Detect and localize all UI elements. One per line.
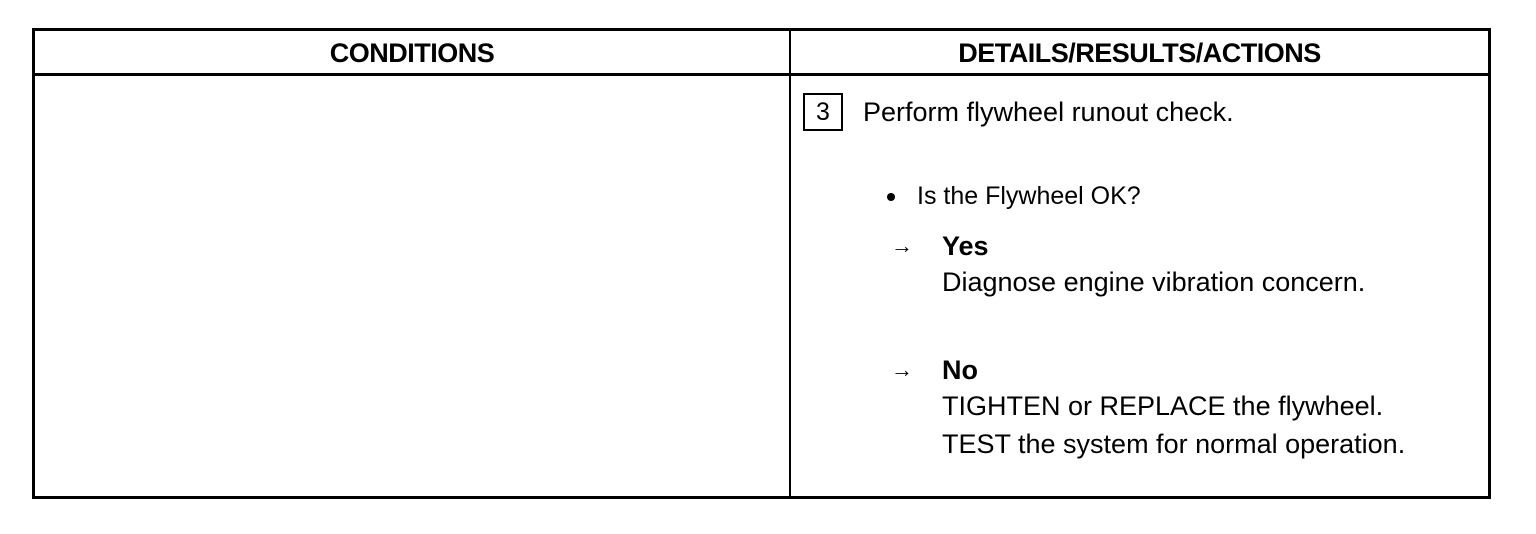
arrow-right-icon: → [891,357,913,382]
answer-no-action-1: TIGHTEN or REPLACE the flywheel. [942,391,1384,421]
header-details-results-actions: DETAILS/RESULTS/ACTIONS [958,38,1321,68]
answer-yes-action: Diagnose engine vibration concern. [942,267,1366,297]
bullet-icon [887,193,895,201]
step-number-box: 3 [803,93,843,131]
answer-yes-label: Yes [942,231,989,261]
arrow-right-icon: → [891,233,913,258]
details-cell: 3 Perform flywheel runout check. Is the … [791,76,1488,496]
question-text: Is the Flywheel OK? [917,182,1141,210]
diagnostic-table: CONDITIONS DETAILS/RESULTS/ACTIONS 3 Per… [32,28,1491,499]
answer-no-label: No [942,355,978,385]
conditions-cell [35,76,789,496]
header-row: CONDITIONS DETAILS/RESULTS/ACTIONS [35,31,1488,76]
step-instruction: Perform flywheel runout check. [863,97,1234,127]
column-divider [789,31,791,496]
header-conditions: CONDITIONS [329,38,495,68]
answer-no-action-2: TEST the system for normal operation. [942,429,1406,459]
